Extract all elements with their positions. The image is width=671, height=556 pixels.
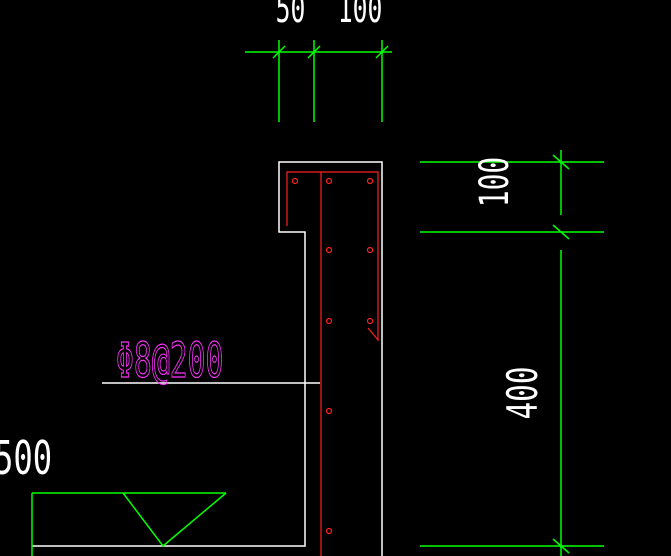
right-dimension-chain — [420, 150, 604, 556]
right-tick-1 — [552, 154, 570, 170]
rebar-dot-6 — [325, 317, 333, 325]
rebar-dot-7 — [366, 317, 374, 325]
rebar-dot-8 — [325, 407, 333, 415]
rebar-dot-9 — [325, 527, 333, 535]
right-tick-3 — [552, 538, 570, 554]
rebar-dot-2 — [325, 177, 333, 185]
section-outline — [32, 161, 383, 556]
level-triangle — [122, 492, 227, 548]
rebar-spec-label: Φ8@200 — [116, 334, 223, 389]
rebar-dot-3 — [366, 177, 374, 185]
top-dimension-chain — [245, 40, 392, 122]
stirrup-left-hook — [286, 171, 379, 342]
level-marker — [31, 492, 227, 556]
rebar-dot-1 — [291, 177, 299, 185]
top-dim-text-2: 100 — [338, 0, 383, 31]
top-tick-2 — [307, 45, 321, 59]
top-dim-text-1: 50 — [276, 0, 306, 31]
lower-outline — [32, 385, 306, 547]
right-dim-text-2: 400 — [498, 366, 548, 419]
top-tick-1 — [272, 45, 286, 59]
rebar-dot-5 — [366, 246, 374, 254]
rebar-group — [286, 171, 379, 556]
rebar-dot-4 — [325, 246, 333, 254]
left-dim-text: 500 — [0, 432, 52, 485]
top-tick-3 — [375, 45, 389, 59]
upper-outline — [278, 161, 383, 556]
right-tick-2 — [552, 224, 570, 240]
right-dim-text-1: 100 — [472, 157, 518, 208]
